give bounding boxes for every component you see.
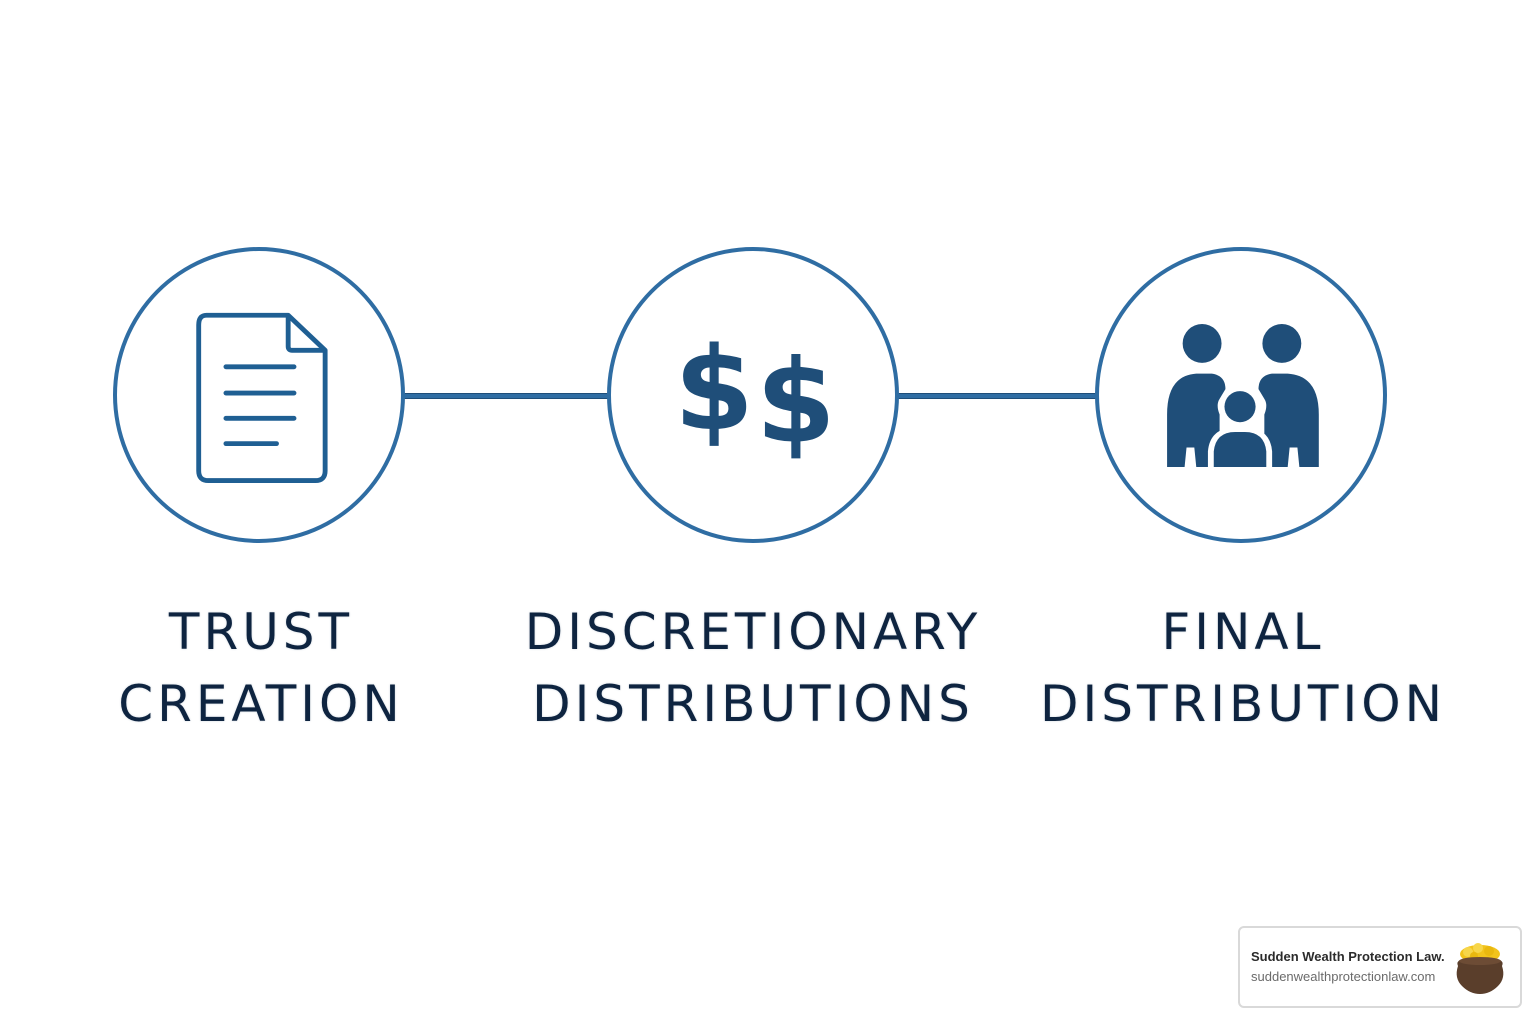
step-label-line-2: CREATION (118, 675, 404, 733)
step-label-final-distribution: FINAL DISTRIBUTION (983, 596, 1503, 740)
step-label-line-1: DISCRETIONARY (524, 603, 982, 661)
step-label-line-1: FINAL (1161, 603, 1325, 661)
step-label-line-2: DISTRIBUTION (1040, 675, 1446, 733)
brand-name: Sudden Wealth Protection Law. (1251, 949, 1445, 964)
step-label-line-1: TRUST (168, 603, 354, 661)
pot-of-gold-icon (1456, 943, 1504, 994)
step-circle-trust-creation (113, 247, 405, 543)
brand-url[interactable]: suddenwealthprotectionlaw.com (1251, 969, 1436, 984)
svg-text:$: $ (674, 323, 754, 457)
family-icon (1167, 324, 1319, 469)
document-icon (196, 312, 328, 484)
step-circle-discretionary-distributions: $ $ (607, 247, 899, 543)
step-label-trust-creation: TRUST CREATION (1, 596, 521, 740)
connector-line-2 (898, 393, 1098, 399)
step-label-discretionary-distributions: DISCRETIONARY DISTRIBUTIONS (493, 596, 1013, 740)
step-label-line-2: DISTRIBUTIONS (532, 675, 974, 733)
step-circle-final-distribution (1095, 247, 1387, 543)
svg-text:$: $ (756, 336, 836, 470)
brand-badge[interactable]: Sudden Wealth Protection Law. suddenweal… (1238, 926, 1522, 1008)
dollar-signs-icon: $ $ (674, 323, 836, 470)
connector-line-1 (404, 393, 610, 399)
